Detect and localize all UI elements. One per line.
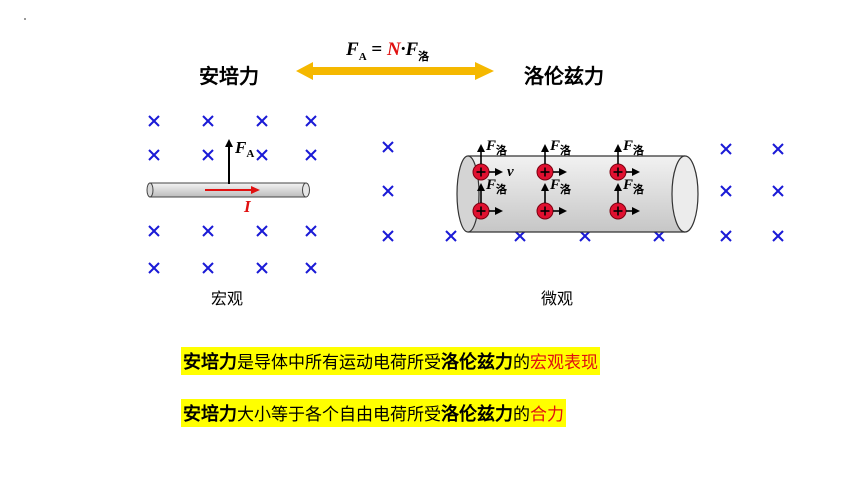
positive-charge	[536, 202, 554, 220]
field-cross	[445, 230, 457, 242]
field-cross	[256, 149, 268, 161]
field-cross	[772, 185, 784, 197]
field-cross	[305, 262, 317, 274]
corner-dot	[24, 18, 26, 20]
lorentz-force-label: F洛	[549, 138, 572, 157]
field-cross	[148, 262, 160, 274]
caption-micro: 微观	[541, 289, 574, 308]
field-cross	[305, 115, 317, 127]
statement-macro-expression: 安培力是导体中所有运动电荷所受洛伦兹力的宏观表现	[181, 347, 600, 375]
field-cross	[382, 230, 394, 242]
caption-macro: 宏观	[211, 289, 244, 308]
lorentz-force-label: F洛	[485, 177, 508, 196]
heading-ampere-force: 安培力	[199, 64, 259, 88]
field-cross	[202, 225, 214, 237]
field-cross	[202, 262, 214, 274]
field-cross	[382, 141, 394, 153]
field-cross	[148, 115, 160, 127]
field-cross	[202, 115, 214, 127]
field-cross	[720, 185, 732, 197]
field-cross	[305, 149, 317, 161]
double-arrow-orange	[296, 62, 494, 80]
lorentz-force-label: F洛	[622, 177, 645, 196]
field-cross	[305, 225, 317, 237]
statement-resultant-force: 安培力大小等于各个自由电荷所受洛伦兹力的合力	[181, 399, 566, 427]
lorentz-force-label: F洛	[485, 138, 508, 157]
heading-lorentz-force: 洛伦兹力	[524, 64, 604, 88]
field-cross	[256, 115, 268, 127]
current-label: I	[243, 197, 252, 216]
field-cross	[720, 143, 732, 155]
formula: FA = N·F洛	[346, 39, 430, 63]
magnetic-field-crosses-right	[382, 141, 784, 242]
lorentz-force-label: F洛	[549, 177, 572, 196]
ampere-force-label: FA	[234, 138, 254, 160]
magnetic-field-crosses-left	[148, 115, 317, 274]
field-cross	[148, 149, 160, 161]
conductor-cylinder	[456, 155, 699, 233]
field-cross	[148, 225, 160, 237]
field-cross	[202, 149, 214, 161]
positive-charge	[472, 202, 490, 220]
field-cross	[772, 230, 784, 242]
field-cross	[382, 185, 394, 197]
field-cross	[256, 262, 268, 274]
lorentz-force-label: F洛	[622, 138, 645, 157]
field-cross	[256, 225, 268, 237]
positive-charge	[609, 202, 627, 220]
field-cross	[514, 230, 526, 242]
velocity-label: v	[507, 164, 514, 180]
field-cross	[579, 230, 591, 242]
field-cross	[772, 143, 784, 155]
field-cross	[653, 230, 665, 242]
field-cross	[720, 230, 732, 242]
moving-charges: F洛 F洛 F洛 F洛 F洛 F洛	[472, 138, 645, 220]
